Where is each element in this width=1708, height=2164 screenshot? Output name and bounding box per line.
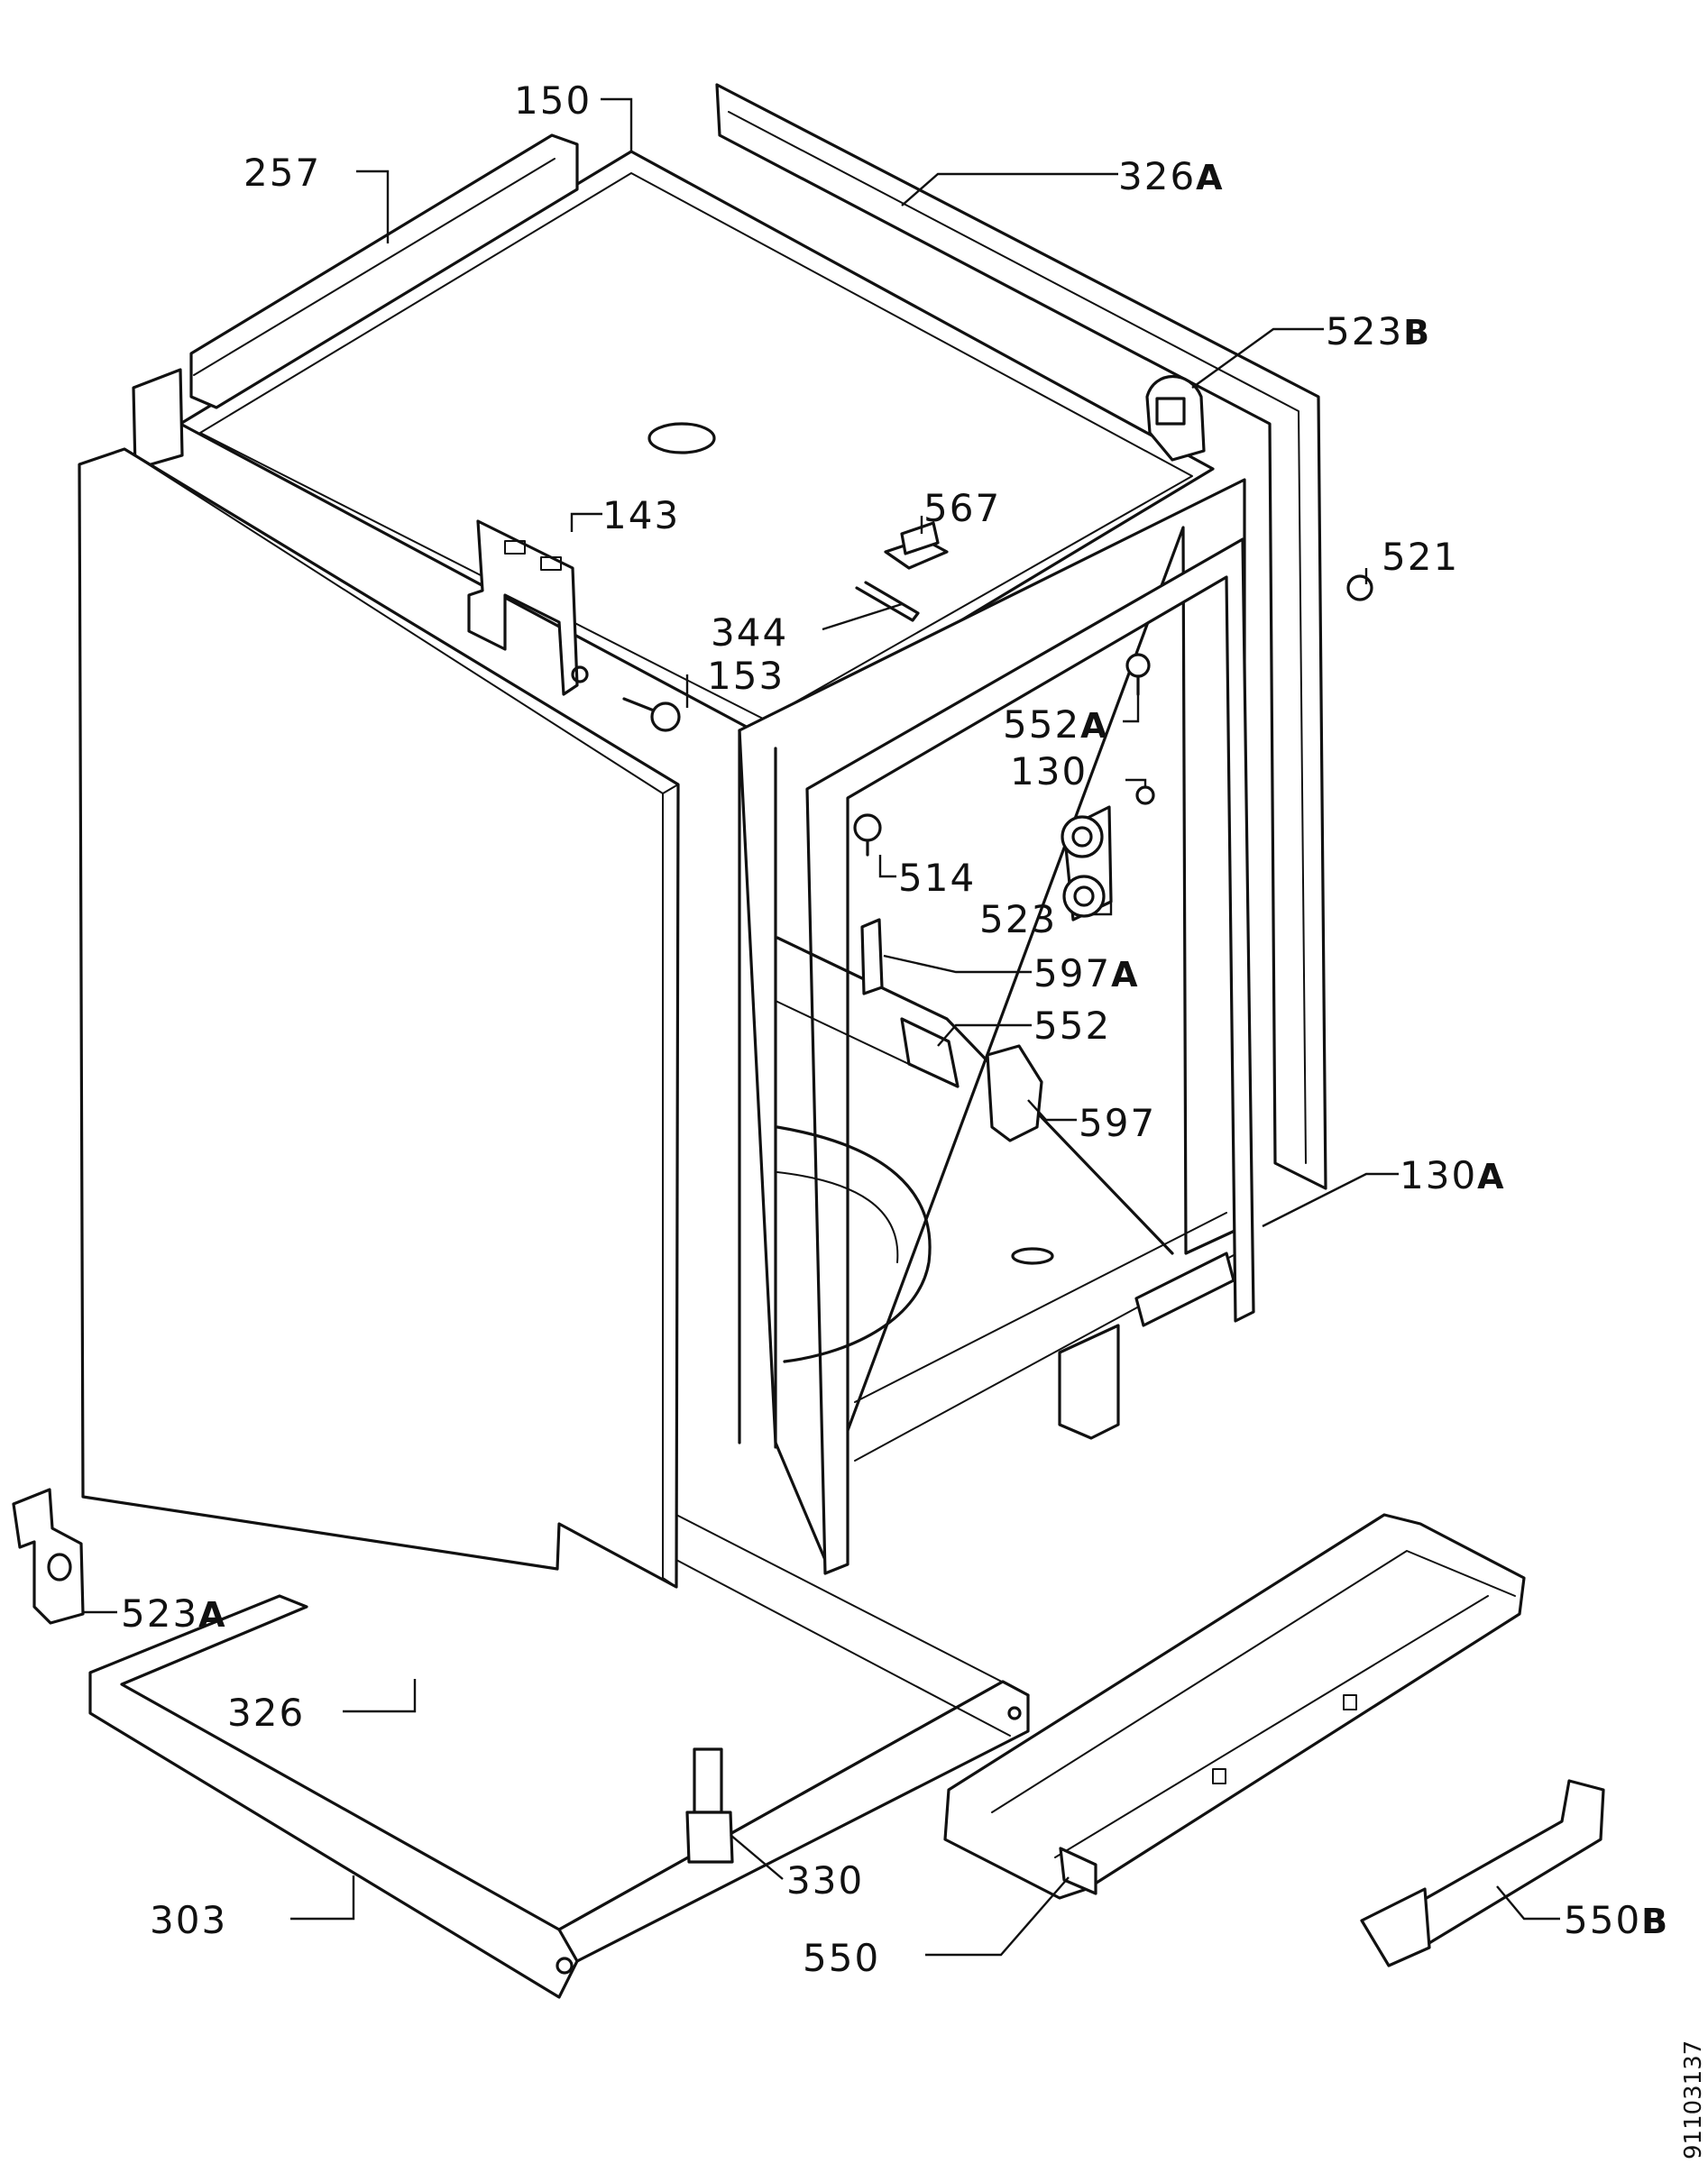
- label-326: 326: [227, 1691, 305, 1735]
- leveling-foot-330: [685, 1747, 734, 1864]
- label-521: 521: [1382, 535, 1459, 579]
- screw-153: [622, 697, 681, 732]
- label-597: 597: [1079, 1101, 1156, 1145]
- left-side-panel: [78, 447, 680, 1589]
- label-550b: 550B: [1564, 1898, 1669, 1942]
- label-552: 552: [1033, 1004, 1111, 1048]
- label-143: 143: [602, 493, 680, 537]
- kick-plate-550: [943, 1513, 1526, 1900]
- rear-panel: [715, 83, 1327, 1190]
- label-514: 514: [898, 856, 976, 900]
- front-strip: [189, 133, 579, 409]
- part-labels: 150 257 326A 523B 143 567 521 344 153 55…: [121, 78, 1669, 1980]
- label-257: 257: [243, 151, 321, 195]
- label-523b: 523B: [1326, 309, 1431, 353]
- label-552a: 552A: [1003, 702, 1109, 747]
- label-130: 130: [1010, 749, 1088, 793]
- clip-567: [884, 521, 949, 570]
- label-130a: 130A: [1400, 1153, 1506, 1197]
- hinge-597a: [860, 918, 884, 995]
- base-frame: [88, 1514, 1030, 1999]
- screw-552a: [1125, 653, 1151, 696]
- label-567: 567: [923, 486, 1001, 530]
- plug-521: [1346, 574, 1373, 601]
- plug-514: [853, 813, 882, 857]
- label-330: 330: [786, 1858, 864, 1903]
- label-523: 523: [979, 897, 1057, 941]
- bracket-523b: [1145, 375, 1206, 462]
- door-frame: [738, 478, 1255, 1575]
- spring-344: [855, 581, 920, 622]
- bracket-550b: [1360, 1779, 1605, 1967]
- label-153: 153: [707, 654, 785, 698]
- nut-130: [1135, 785, 1155, 805]
- label-303: 303: [150, 1898, 227, 1942]
- label-150: 150: [514, 78, 592, 123]
- document-code: 91103137: [1680, 2040, 1707, 2159]
- leader-lines: [83, 97, 1560, 1957]
- left-side-strip: [132, 368, 184, 471]
- bracket-143: [467, 519, 589, 696]
- roller-523: [1061, 805, 1113, 922]
- label-523a: 523A: [121, 1591, 227, 1636]
- label-597a: 597A: [1033, 951, 1140, 995]
- label-550: 550: [803, 1936, 880, 1980]
- bracket-523a: [12, 1488, 85, 1625]
- hinge-597: [986, 1044, 1043, 1142]
- label-326a: 326A: [1118, 154, 1225, 198]
- label-344: 344: [711, 610, 788, 655]
- rail-552: [775, 1000, 960, 1088]
